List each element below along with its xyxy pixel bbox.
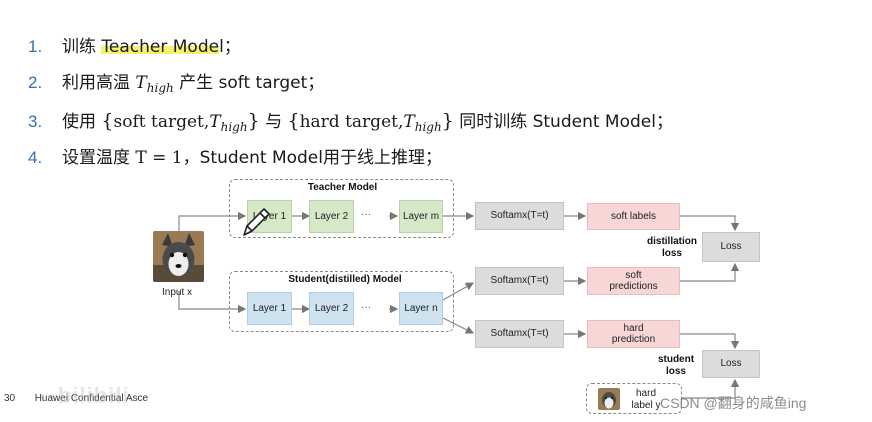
- step-1: 1.训练 Teacher Model；: [28, 37, 241, 57]
- student-layer-n: Layer n: [399, 292, 443, 325]
- distillation-loss-label: distillation loss: [647, 236, 697, 259]
- hard-label-text: hard label y: [631, 388, 661, 411]
- teacher-model-container: [229, 179, 454, 238]
- input-label: Input x: [162, 287, 193, 298]
- step-2: 2.利用高温 Thigh 产生 soft target；: [28, 73, 325, 95]
- teacher-layer-m: Layer m: [399, 200, 443, 233]
- hard-label-container: [586, 383, 682, 414]
- student-dots: ···: [361, 302, 371, 313]
- student-loss-box: Loss: [702, 350, 760, 378]
- teacher-model-title: Teacher Model: [307, 182, 378, 193]
- footer-text: Huawei Confidential Asce: [34, 393, 149, 404]
- student-model-title: Student(distilled) Model: [288, 274, 402, 285]
- student-model-container: [229, 271, 454, 332]
- input-image: [153, 231, 204, 282]
- csdn-watermark: CSDN @翻身的咸鱼ing: [660, 395, 807, 411]
- softmax-box-student-hard: Softamx(T=t): [475, 320, 564, 348]
- bilibili-watermark: bilibili: [58, 383, 130, 408]
- softmax-box-teacher: Softamx(T=t): [475, 202, 564, 230]
- teacher-dots: ···: [361, 209, 371, 220]
- hard-label-image: [598, 388, 620, 410]
- soft-labels-box: soft labels: [587, 203, 680, 230]
- step-4: 4.设置温度 T = 1，Student Model用于线上推理；: [28, 148, 442, 168]
- highlighted-text: Teacher Mode: [101, 37, 220, 57]
- distillation-loss-box: Loss: [702, 232, 760, 262]
- student-layer-1: Layer 1: [247, 292, 292, 325]
- footer: 30 Huawei Confidential Asce: [4, 393, 148, 404]
- step-3: 3.使用 {soft target,Thigh} 与 {hard target,…: [28, 110, 673, 134]
- student-layer-2: Layer 2: [309, 292, 354, 325]
- soft-predictions-box: soft predictions: [587, 267, 680, 295]
- softmax-box-student-soft: Softamx(T=t): [475, 267, 564, 295]
- page-number: 30: [4, 393, 16, 404]
- hard-prediction-box: hard prediction: [587, 320, 680, 348]
- pen-cursor-icon: [238, 204, 274, 244]
- student-loss-label: student loss: [657, 354, 695, 377]
- teacher-layer-2: Layer 2: [309, 200, 354, 233]
